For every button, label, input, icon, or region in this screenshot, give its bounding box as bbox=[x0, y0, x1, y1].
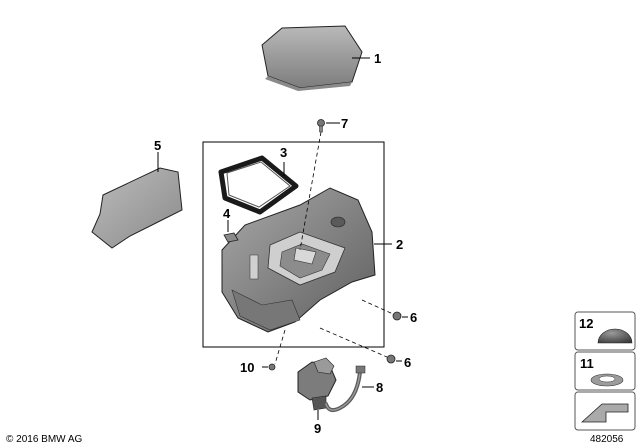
callout-1: 1 bbox=[374, 51, 381, 66]
part-2-housing bbox=[221, 187, 376, 333]
copyright-text: © 2016 BMW AG bbox=[6, 434, 83, 445]
dash-6b bbox=[319, 327, 388, 358]
callout-8: 8 bbox=[376, 380, 383, 395]
callout-6a: 6 bbox=[410, 310, 417, 325]
callout-2: 2 bbox=[396, 237, 403, 252]
callout-12: 12 bbox=[579, 316, 593, 331]
part-3-seal bbox=[218, 155, 299, 215]
part-6-screw-lower bbox=[386, 354, 396, 364]
part-8-cable bbox=[324, 365, 366, 413]
part-5-mat bbox=[91, 167, 183, 249]
callout-6b: 6 bbox=[404, 355, 411, 370]
callout-5: 5 bbox=[154, 138, 161, 153]
callout-7: 7 bbox=[341, 116, 348, 131]
part-7-screw bbox=[317, 119, 325, 133]
callout-11: 11 bbox=[580, 356, 594, 371]
legend-item-11: 11 bbox=[574, 351, 636, 391]
callout-9: 9 bbox=[314, 421, 321, 436]
part-9-actuator bbox=[297, 357, 337, 411]
legend-item-blank bbox=[574, 391, 636, 431]
callout-4: 4 bbox=[223, 206, 231, 221]
dash-10 bbox=[274, 329, 286, 365]
dash-7 bbox=[299, 131, 322, 251]
diagram-number: 482056 bbox=[590, 434, 624, 445]
part-4-clip bbox=[223, 232, 239, 243]
part-1-cover-lid bbox=[261, 25, 363, 91]
callout-10: 10 bbox=[240, 360, 254, 375]
legend-item-12: 12 bbox=[574, 311, 636, 351]
callout-3: 3 bbox=[280, 145, 287, 160]
part-6-screw-upper bbox=[392, 311, 402, 321]
part-10-screw bbox=[268, 363, 276, 371]
dash-6a bbox=[361, 299, 394, 315]
